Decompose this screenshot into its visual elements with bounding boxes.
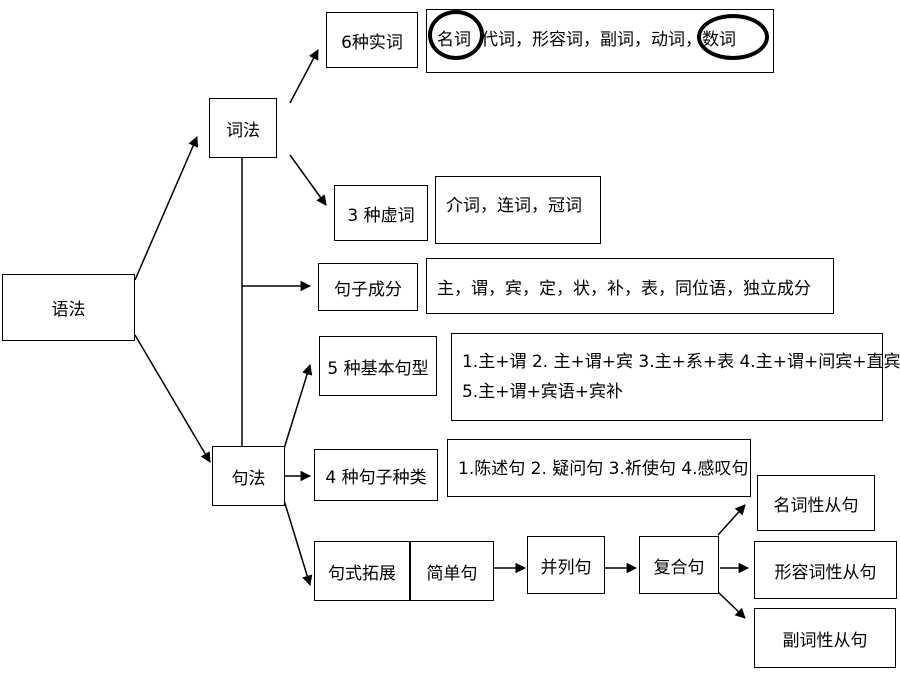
node-syntax: 句法 (212, 446, 285, 506)
arrow-lexis-content (289, 49, 319, 104)
arrow-syntax-patterns (282, 363, 313, 453)
node-grammar-label: 语法 (51, 300, 86, 320)
node-noun-clause-label: 名词性从句 (773, 495, 859, 516)
node-lexis: 词法 (209, 98, 277, 158)
sentence-parts-items: 主，谓，宾，定，状，补，表，同位语，独立成分 (437, 278, 811, 299)
node-extension-label: 句式拓展 (328, 563, 396, 584)
node-basic-patterns: 5 种基本句型 (319, 336, 437, 396)
function-words-items: 介词，连词，冠词 (446, 196, 582, 216)
highlight-circle-numeral (697, 14, 769, 60)
arrow-syntax-extension (282, 496, 313, 587)
node-compound-sentence: 并列句 (527, 536, 605, 594)
node-sentence-types-label: 4 种句子种类 (325, 467, 427, 488)
node-sentence-parts-label: 句子成分 (334, 279, 402, 300)
node-function-words: 3 种虚词 (334, 185, 428, 241)
sentence-types-list: 1.陈述句 2. 疑问句 3.祈使句 4.感叹句 (447, 439, 751, 497)
sentence-types-items: 1.陈述句 2. 疑问句 3.祈使句 4.感叹句 (458, 459, 749, 479)
content-words-item-middle: 代词，形容词，副词，动词， (481, 30, 702, 50)
node-syntax-label: 句法 (231, 468, 266, 489)
arrow-root-lexis (134, 136, 199, 281)
node-adverbial-clause: 副词性从句 (754, 608, 896, 668)
arrow-root-syntax (134, 334, 211, 463)
basic-patterns-line1: 1.主+谓 2. 主+谓+宾 3.主+系+表 4.主+谓+间宾+直宾 (462, 352, 900, 372)
highlight-circle-noun (428, 10, 484, 60)
basic-patterns-list: 1.主+谓 2. 主+谓+宾 3.主+系+表 4.主+谓+间宾+直宾 5.主+谓… (451, 333, 900, 421)
node-content-words: 6种实词 (326, 12, 418, 68)
node-complex-sentence: 复合句 (639, 536, 719, 594)
node-grammar: 语法 (2, 274, 135, 341)
basic-patterns-line2: 5.主+谓+宾语+宾补 (462, 382, 623, 402)
node-noun-clause: 名词性从句 (757, 475, 875, 531)
node-adverbial-clause-label: 副词性从句 (782, 630, 868, 651)
node-extension: 句式拓展 (314, 541, 410, 601)
node-content-words-label: 6种实词 (341, 32, 403, 53)
node-complex-sentence-label: 复合句 (653, 557, 705, 578)
function-words-list: 介词，连词，冠词 (435, 176, 601, 244)
node-compound-sentence-label: 并列句 (540, 557, 592, 578)
node-lexis-label: 词法 (226, 120, 260, 141)
node-adjective-clause: 形容词性从句 (754, 541, 897, 599)
node-adjective-clause-label: 形容词性从句 (774, 562, 877, 583)
node-sentence-types: 4 种句子种类 (314, 449, 438, 501)
node-function-words-label: 3 种虚词 (347, 205, 415, 226)
sentence-parts-list: 主，谓，宾，定，状，补，表，同位语，独立成分 (426, 258, 834, 314)
arrow-complex-adv (717, 591, 746, 619)
node-simple-sentence: 简单句 (410, 541, 494, 601)
node-simple-sentence-label: 简单句 (426, 563, 478, 584)
node-basic-patterns-label: 5 种基本句型 (327, 358, 429, 379)
arrow-lexis-function (289, 154, 327, 206)
node-sentence-parts: 句子成分 (318, 263, 418, 311)
arrow-complex-noun (717, 504, 746, 536)
